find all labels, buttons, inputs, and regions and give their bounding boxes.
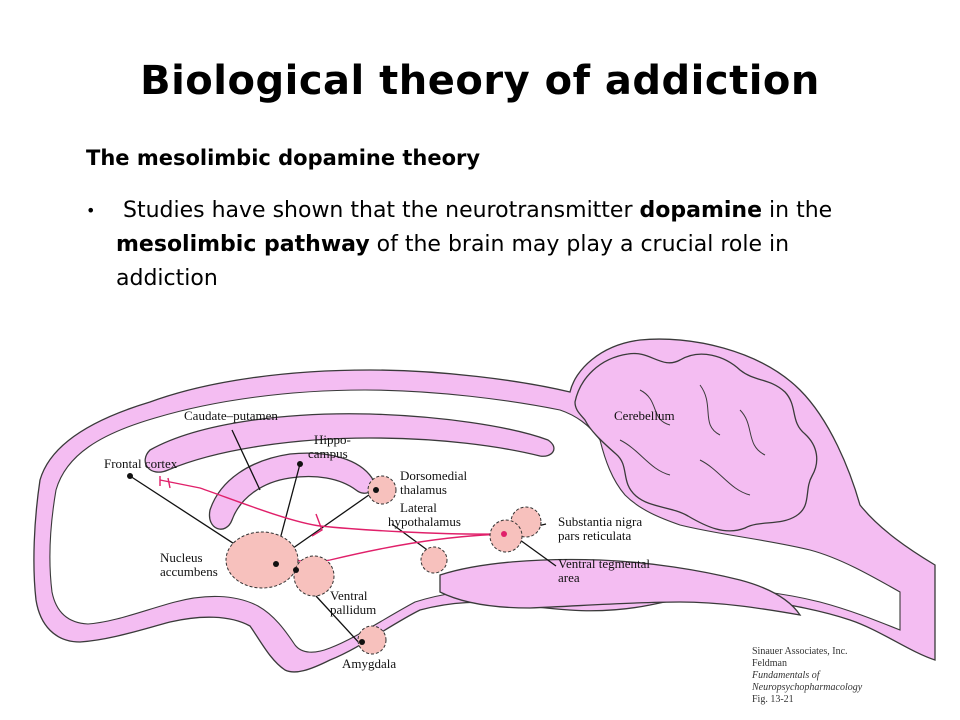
nucleus-accumbens-region	[225, 531, 299, 589]
cerebellum-shape	[574, 352, 818, 532]
credit-line-4: Neuropsychopharmacology	[751, 682, 863, 693]
dorsomedial-thalamus-region	[367, 475, 397, 505]
hippocampus-shape	[208, 452, 375, 530]
label-caudate-putamen: Caudate–putamen	[184, 408, 278, 423]
brain-outline	[33, 338, 936, 673]
credit-line-3: Fundamentals of	[751, 670, 821, 681]
label-vta-1: Ventral tegmental	[558, 556, 650, 571]
label-lateral-1: Lateral	[400, 500, 437, 515]
bullet-bold-dopamine: dopamine	[639, 198, 763, 223]
label-pallidum-1: Ventral	[330, 588, 368, 603]
endpoint-dots	[127, 461, 507, 645]
lateral-pointer	[391, 523, 431, 553]
pathway-tick-frontal	[159, 476, 171, 489]
bullet-text: Studies have shown that the neurotransmi…	[116, 194, 876, 296]
amygdala-pointer	[315, 595, 363, 647]
nuclei	[225, 475, 542, 655]
brainstem-shape	[439, 558, 802, 616]
bullet-dot-icon: •	[86, 201, 96, 220]
credit-line-5: Fig. 13-21	[752, 694, 794, 705]
bullet-part-1: Studies have shown that the neurotransmi…	[123, 198, 640, 223]
credit-line-2: Feldman	[752, 658, 787, 669]
slide-title: Biological theory of addiction	[140, 58, 820, 104]
brain-diagram: Caudate–putamen Cerebellum Hippo- campus…	[33, 338, 936, 705]
ventral-pallidum-region	[293, 555, 335, 597]
label-dorsomedial-2: thalamus	[400, 482, 447, 497]
label-hippo-1: Hippo-	[314, 432, 351, 447]
label-lateral-2: hypothalamus	[388, 514, 461, 529]
bullet-bold-pathway: mesolimbic pathway	[116, 232, 370, 257]
slide-subtitle: The mesolimbic dopamine theory	[86, 146, 481, 170]
label-nucleus-1: Nucleus	[160, 550, 203, 565]
credit-line-1: Sinauer Associates, Inc.	[752, 646, 848, 657]
label-pallidum-2: pallidum	[330, 602, 376, 617]
label-vta-2: area	[558, 570, 580, 585]
lateral-hypothalamus-region	[420, 546, 448, 574]
bullet-part-3: of the brain may play a crucial role in …	[116, 232, 790, 291]
label-hippo-2: campus	[308, 446, 348, 461]
label-dorsomedial-1: Dorsomedial	[400, 468, 468, 483]
bullet-part-2: in the	[762, 198, 833, 223]
label-substantia-2: pars reticulata	[558, 528, 631, 543]
caudate-pointer	[231, 429, 261, 491]
label-frontal-cortex: Frontal cortex	[104, 456, 178, 471]
label-cerebellum: Cerebellum	[614, 408, 675, 423]
label-nucleus-2: accumbens	[160, 564, 218, 579]
label-amygdala: Amygdala	[342, 656, 396, 671]
amygdala-region	[357, 625, 387, 655]
label-substantia-1: Substantia nigra	[558, 514, 642, 529]
vta-pointer	[519, 539, 557, 567]
pathway-branch	[311, 513, 323, 537]
callosum-band	[144, 413, 555, 473]
cerebellum-folia	[619, 384, 766, 496]
